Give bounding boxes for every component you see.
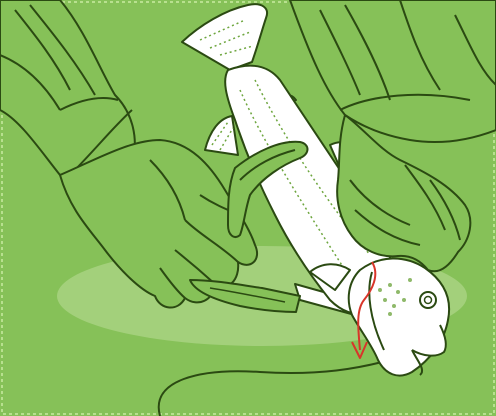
fish-eye-icon (420, 292, 436, 308)
